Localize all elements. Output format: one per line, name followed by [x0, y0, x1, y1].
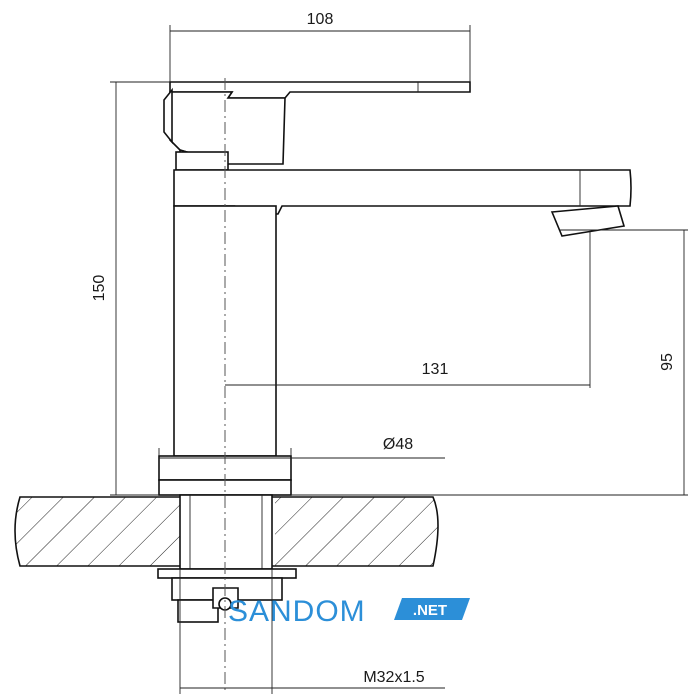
- dimension-lever-length: 108: [169, 11, 471, 82]
- dimension-total-height: 150: [91, 81, 170, 496]
- watermark-brand: SANDOM: [228, 595, 366, 628]
- dimension-spout-reach: 131: [225, 232, 591, 388]
- spout: [173, 169, 632, 237]
- dimension-thread: M32x1.5: [179, 569, 445, 694]
- watermark-suffix: .NET: [413, 602, 447, 619]
- dim-label-total-height: 150: [91, 275, 108, 302]
- dim-label-spout-height: 95: [659, 353, 676, 371]
- cartridge-collar: [175, 151, 229, 171]
- dim-label-body-diameter: Ø48: [383, 436, 413, 453]
- dim-label-spout-reach: 131: [422, 361, 449, 378]
- dim-label-thread: M32x1.5: [363, 669, 424, 686]
- dim-label-lever-length: 108: [307, 11, 334, 28]
- mounting-shank: [157, 494, 297, 623]
- watermark-logo: SANDOM .NET: [228, 595, 470, 628]
- dimension-spout-height: 95: [291, 229, 688, 496]
- dimension-body-diameter: Ø48: [158, 436, 445, 459]
